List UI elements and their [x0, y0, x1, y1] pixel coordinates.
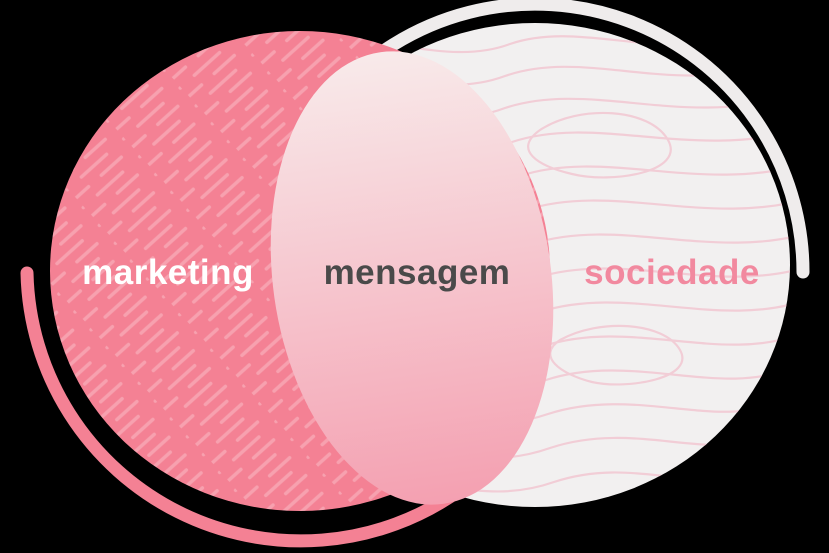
- intersection-lens: [270, 51, 554, 505]
- outer-arc-pink: [20, 266, 467, 548]
- outer-arc-light: [326, 0, 810, 279]
- intersection-label: mensagem: [324, 253, 511, 292]
- right-set-label: sociedade: [584, 253, 760, 292]
- left-set-label: marketing: [82, 253, 254, 292]
